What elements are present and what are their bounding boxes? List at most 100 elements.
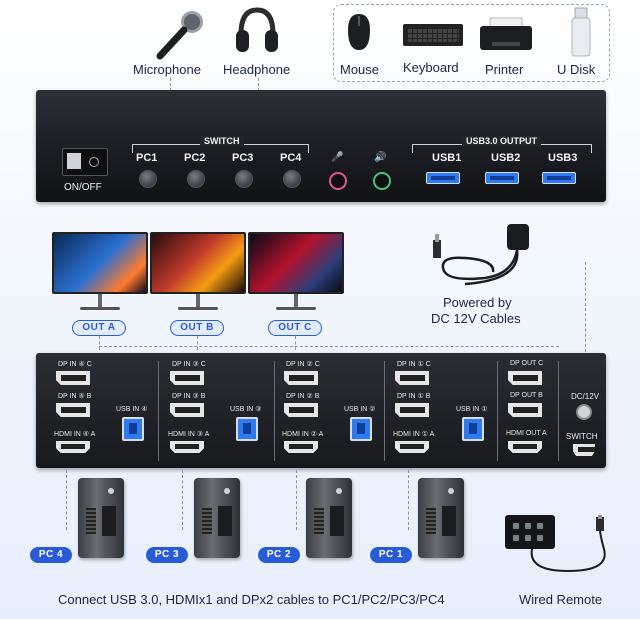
pc3-button[interactable] [235, 170, 253, 188]
g4-hdmi-label: HDMI IN ④ A [54, 431, 96, 438]
pc1-tower [418, 478, 464, 558]
pc2-button[interactable] [187, 170, 205, 188]
outputs-leader-h [99, 346, 559, 347]
g2-dp-c-port[interactable] [284, 371, 318, 385]
speaker-jack-icon: 🔊 [374, 152, 387, 163]
pc4-badge: PC 4 [30, 547, 72, 563]
g4-usb-label: USB IN ④ [116, 406, 148, 413]
g3-hdmi-port[interactable] [170, 441, 204, 453]
keyboard-icon [403, 24, 463, 46]
g2-dp-b-label: DP IN ② B [286, 393, 320, 400]
pc1-button[interactable] [139, 170, 157, 188]
pc3-button-label: PC3 [232, 152, 254, 164]
dp-out-c-port[interactable] [508, 371, 542, 385]
g1-usb-b-port[interactable] [462, 417, 484, 441]
pc4-button[interactable] [283, 170, 301, 188]
power-leader [585, 262, 586, 352]
g1-dp-c-label: DP IN ① C [397, 361, 431, 368]
g4-hdmi-port[interactable] [56, 441, 90, 453]
g3-usb-label: USB IN ③ [230, 406, 262, 413]
usb-output-label: USB3.0 OUTPUT [462, 136, 542, 146]
monitor-b-base [178, 307, 218, 310]
g1-dp-c-port[interactable] [395, 371, 429, 385]
wired-remote[interactable] [505, 515, 555, 549]
mic-jack-icon: 🎤 [331, 152, 344, 163]
out-a-badge: OUT A [72, 320, 126, 336]
monitor-b-stand [196, 294, 200, 308]
g4-dp-c-port[interactable] [56, 371, 90, 385]
mic-jack[interactable] [329, 172, 347, 190]
kvm-front-panel: ON/OFF SWITCH PC1 PC2 PC3 PC4 🎤 🔊 USB3.0… [36, 90, 606, 202]
hdmi-out-a-label: HDMI OUT A [506, 430, 547, 437]
printer-icon [480, 17, 532, 50]
g1-hdmi-port[interactable] [395, 441, 429, 453]
dp-out-b-port[interactable] [508, 403, 542, 417]
g3-usb-b-port[interactable] [236, 417, 258, 441]
g4-dp-c-label: DP IN ④ C [58, 361, 92, 368]
power-switch[interactable] [62, 148, 108, 176]
pc3-tower [194, 478, 240, 558]
g3-dp-c-port[interactable] [170, 371, 204, 385]
pc2-button-label: PC2 [184, 152, 206, 164]
g1-usb-label: USB IN ① [456, 406, 488, 413]
connection-caption: Connect USB 3.0, HDMIx1 and DPx2 cables … [58, 592, 445, 607]
usb1-port[interactable] [426, 172, 460, 184]
g1-dp-b-port[interactable] [395, 403, 429, 417]
out-b-leader [197, 336, 198, 350]
out-c-badge: OUT C [268, 320, 322, 336]
pc4-button-label: PC4 [280, 152, 302, 164]
g1-dp-b-label: DP IN ① B [397, 393, 431, 400]
remote-cable-icon [530, 515, 606, 573]
dc-12v-jack[interactable] [576, 404, 592, 420]
microphone-icon [156, 11, 203, 60]
usb2-port[interactable] [485, 172, 519, 184]
pc2-badge: PC 2 [258, 547, 300, 563]
g1-hdmi-label: HDMI IN ① A [393, 431, 435, 438]
power-adapter-icon [433, 224, 529, 286]
pc2-leader [296, 470, 297, 530]
g4-dp-b-port[interactable] [56, 403, 90, 417]
pc1-button-label: PC1 [136, 152, 158, 164]
remote-switch-port[interactable] [573, 444, 595, 456]
mouse-label: Mouse [340, 62, 380, 77]
keyboard-label: Keyboard [403, 60, 459, 75]
pc3-badge: PC 3 [146, 547, 188, 563]
g4-usb-b-port[interactable] [122, 417, 144, 441]
g3-dp-b-label: DP IN ③ B [172, 393, 206, 400]
pc4-tower [78, 478, 124, 558]
power-switch-label: ON/OFF [64, 182, 102, 193]
hdmi-out-a-port[interactable] [508, 441, 542, 453]
dp-out-c-label: DP OUT C [510, 360, 544, 367]
pc3-leader [182, 470, 183, 530]
g4-dp-b-label: DP IN ④ B [58, 393, 92, 400]
g2-usb-label: USB IN ② [344, 406, 376, 413]
mouse-icon [348, 14, 370, 50]
g2-dp-c-label: DP IN ② C [286, 361, 320, 368]
g2-dp-b-port[interactable] [284, 403, 318, 417]
headphone-icon [236, 7, 278, 52]
monitor-c-stand [294, 294, 298, 308]
headphone-jack[interactable] [373, 172, 391, 190]
g2-hdmi-port[interactable] [284, 441, 318, 453]
g2-usb-b-port[interactable] [350, 417, 372, 441]
g2-hdmi-label: HDMI IN ② A [282, 431, 324, 438]
monitor-a [52, 232, 148, 294]
pc1-badge: PC 1 [370, 547, 412, 563]
pc4-leader [66, 470, 67, 530]
switch-group-label: SWITCH [200, 136, 244, 146]
pc2-tower [306, 478, 352, 558]
pc1-leader [408, 470, 409, 530]
headphone-label: Headphone [223, 62, 291, 77]
out-b-badge: OUT B [170, 320, 224, 336]
usb3-port[interactable] [542, 172, 576, 184]
g3-dp-b-port[interactable] [170, 403, 204, 417]
g3-dp-c-label: DP IN ③ C [172, 361, 206, 368]
g3-hdmi-label: HDMI IN ③ A [168, 431, 210, 438]
remote-switch-label: SWITCH [566, 432, 598, 441]
remote-label: Wired Remote [519, 592, 603, 607]
udisk-label: U Disk [557, 62, 596, 77]
monitor-c [248, 232, 344, 294]
microphone-label: Microphone [133, 62, 201, 77]
monitor-a-base [80, 307, 120, 310]
out-c-leader [295, 336, 296, 350]
